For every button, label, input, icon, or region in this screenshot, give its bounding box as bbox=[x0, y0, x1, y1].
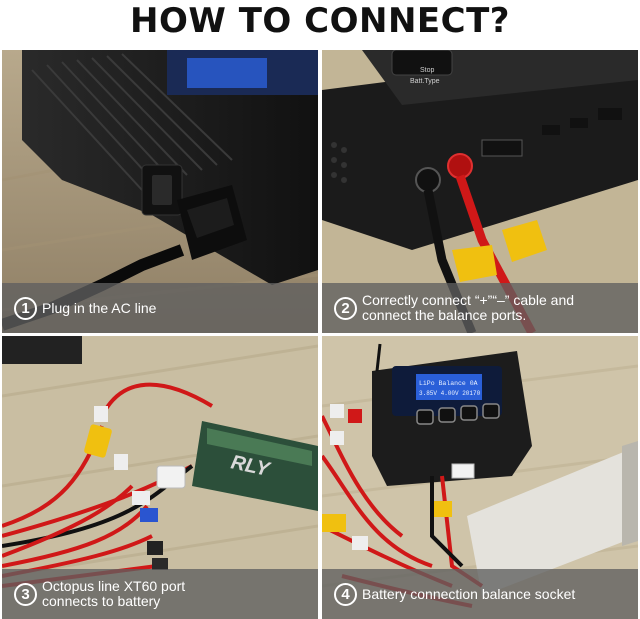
step-1-panel: 1 Plug in the AC line bbox=[2, 50, 318, 333]
step-4-text: Battery connection balance socket bbox=[362, 585, 576, 602]
step-1-text: Plug in the AC line bbox=[42, 299, 157, 316]
step-2-caption: 2 Correctly connect “+”“–” cable and con… bbox=[322, 283, 638, 333]
batt-type-label: Batt.Type bbox=[410, 78, 440, 85]
step-4-caption: 4 Battery connection balance socket bbox=[322, 569, 638, 619]
step-number-badge: 4 bbox=[334, 582, 357, 606]
step-number-badge: 1 bbox=[14, 296, 37, 320]
step-4-panel: LiPo Balance 0A 3.85V 4.00V 20170 4 Batt… bbox=[322, 336, 638, 619]
lcd-line-2: 3.85V 4.00V 20170 bbox=[419, 390, 481, 397]
step-3-panel: RLY 3 Octopus line XT60 port connects to… bbox=[2, 336, 318, 619]
step-3-text: Octopus line XT60 port connects to batte… bbox=[42, 578, 186, 609]
step-number-badge: 3 bbox=[14, 582, 37, 606]
step-2-panel: Stop Batt.Type 2 Correctly connect “+”“–… bbox=[322, 50, 638, 333]
page-title: HOW TO CONNECT? bbox=[130, 1, 510, 41]
step-1-caption: 1 Plug in the AC line bbox=[2, 283, 318, 333]
step-2-text: Correctly connect “+”“–” cable and conne… bbox=[362, 292, 575, 323]
step-number-badge: 2 bbox=[334, 296, 357, 320]
step-3-caption: 3 Octopus line XT60 port connects to bat… bbox=[2, 569, 318, 619]
lcd-line-1: LiPo Balance 0A bbox=[419, 380, 478, 387]
stop-label: Stop bbox=[420, 67, 435, 74]
